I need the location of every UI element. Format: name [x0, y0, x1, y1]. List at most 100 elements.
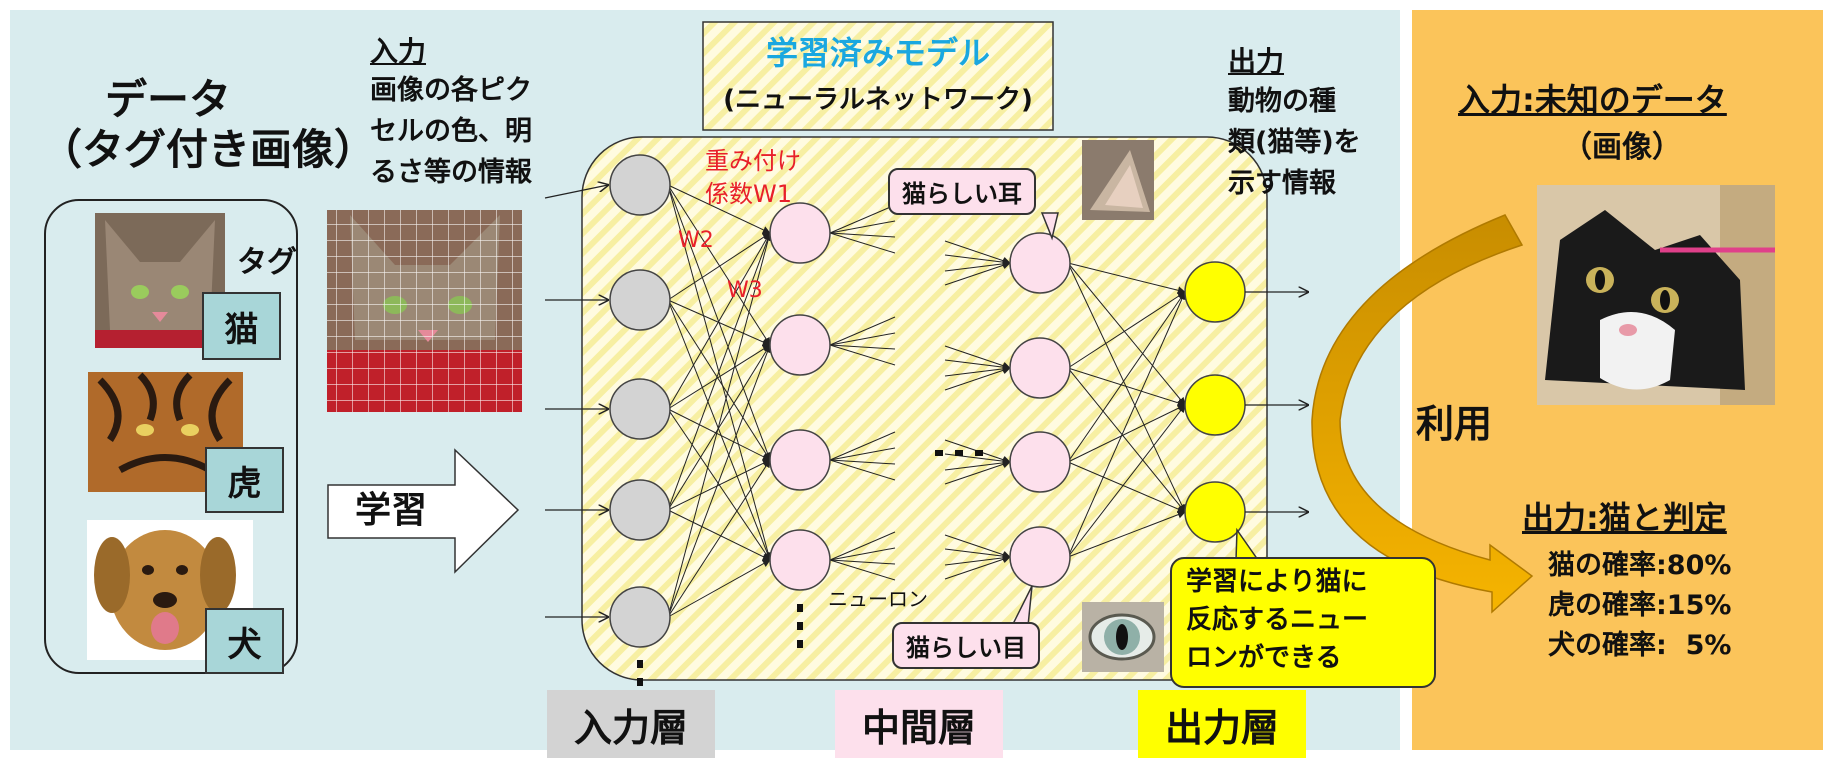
- fanout-hidden1-1-1: [829, 332, 896, 346]
- node-hidden2-1: [1009, 337, 1071, 399]
- learn-note-line-3: ロンができる: [1186, 643, 1342, 673]
- use-arrow: [1311, 214, 1534, 614]
- fanin-hidden2-0-1: [944, 254, 1011, 267]
- data-title: データ: [105, 75, 232, 124]
- connection-input-1-hidden1-1: [667, 299, 771, 346]
- probability-cat: 猫の確率:80%: [1548, 550, 1732, 581]
- input-desc-line-1: 画像の各ピク: [370, 75, 532, 106]
- fanout-hidden1-2-1: [829, 447, 896, 461]
- fanout-hidden1-0-2: [829, 232, 896, 238]
- connection-hidden2-1-output-0: [1067, 291, 1186, 369]
- fanin-hidden2-3-0: [944, 534, 1011, 559]
- input-desc-line-3: るさ等の情報: [370, 157, 532, 188]
- callout-cat-ear: 猫らしい耳: [888, 168, 1036, 215]
- connection-input-3-hidden1-1: [667, 344, 771, 511]
- node-input-4: [609, 586, 671, 648]
- output-desc-line-2: 類(猫等)を: [1228, 127, 1361, 158]
- fanout-hidden1-0-0: [829, 204, 896, 234]
- connection-input-3-hidden1-0: [667, 232, 772, 511]
- connection-hidden2-2-output-2: [1067, 461, 1186, 513]
- connection-input-4-hidden1-3: [667, 559, 771, 618]
- tag-dog: 犬: [205, 608, 284, 674]
- node-input-0: [609, 154, 671, 216]
- node-hidden1-0: [769, 202, 831, 264]
- continuation-dots: [637, 450, 983, 686]
- connection-input-0-hidden1-1: [667, 184, 771, 346]
- fanin-hidden2-1-0: [944, 345, 1011, 370]
- fanout-hidden1-3-0: [829, 531, 896, 561]
- model-title-box: [702, 21, 1054, 131]
- connection-input-3-hidden1-3: [667, 509, 771, 561]
- connection-input-2-hidden1-0: [667, 232, 771, 410]
- layer-output-label: 出力層: [1138, 690, 1306, 758]
- tag-cat: 猫: [202, 292, 281, 360]
- node-hidden1-3: [769, 529, 831, 591]
- node-output-2: [1184, 481, 1246, 543]
- input-heading: 入力: [370, 35, 427, 68]
- connection-input-4-hidden1-1: [667, 344, 772, 618]
- tag-tiger: 虎: [205, 447, 284, 513]
- connection-hidden2-3-output-0: [1067, 291, 1186, 558]
- connection-hidden2-0-output-0: [1067, 262, 1186, 295]
- connection-input-4-hidden1-0: [667, 232, 773, 618]
- weight-w1-line2: 係数W1: [705, 180, 792, 208]
- probability-dog: 犬の確率: 5%: [1548, 630, 1732, 661]
- node-output-1: [1184, 374, 1246, 436]
- connection-hidden2-0-output-1: [1067, 262, 1186, 406]
- learn-arrow: [327, 448, 520, 574]
- learn-note-line-2: 反応するニュー: [1186, 605, 1369, 635]
- neuron-label: ニューロン: [828, 587, 928, 611]
- connection-hidden2-3-output-2: [1067, 510, 1186, 558]
- unknown-input-heading: 入力:未知のデータ: [1458, 81, 1727, 119]
- learn-label: 学習: [355, 490, 428, 531]
- dataset-box: [44, 199, 298, 674]
- learn-note-box: 学習により猫に 反応するニュー ロンができる: [1170, 557, 1436, 688]
- fanin-hidden2-1-2: [944, 364, 1011, 377]
- connection-hidden2-2-output-0: [1067, 291, 1186, 463]
- weight-w2: W2: [678, 228, 714, 253]
- fanin-hidden2-0-3: [944, 261, 1011, 286]
- node-hidden1-1: [769, 314, 831, 376]
- cat-ear-photo-icon: [1082, 140, 1154, 220]
- probability-tiger: 虎の確率:15%: [1548, 590, 1732, 621]
- fanin-hidden2-1-3: [944, 366, 1011, 391]
- model-subtitle: (ニューラルネットワーク): [723, 85, 1033, 115]
- unknown-input-subtitle: （画像）: [1562, 130, 1682, 165]
- network-nodes: [609, 154, 1246, 648]
- connection-hidden2-1-output-1: [1067, 367, 1186, 407]
- fanout-hidden1-2-0: [829, 431, 896, 461]
- fanout-hidden1-1-0: [829, 316, 896, 346]
- model-title: 学習済みモデル: [765, 34, 990, 72]
- connection-input-1-hidden1-3: [667, 299, 772, 561]
- fanin-hidden2-0-0: [944, 240, 1011, 265]
- fanout-hidden1-2-3: [829, 459, 896, 481]
- fanout-hidden1-3-1: [829, 547, 896, 561]
- node-hidden2-0: [1009, 232, 1071, 294]
- fanout-hidden1-3-2: [829, 559, 896, 565]
- weight-w1-line1: 重み付け: [705, 147, 801, 175]
- output-desc-line-3: 示す情報: [1228, 168, 1336, 199]
- output-desc-line-1: 動物の種: [1228, 86, 1336, 117]
- fanin-hidden2-0-2: [944, 259, 1011, 272]
- node-input-3: [609, 479, 671, 541]
- judgement-heading: 出力:猫と判定: [1522, 499, 1727, 537]
- node-output-0: [1184, 261, 1246, 323]
- fanout-hidden1-2-2: [829, 459, 896, 465]
- layer-input-label: 入力層: [547, 690, 715, 758]
- node-input-2: [609, 378, 671, 440]
- connection-input-0-hidden1-0: [667, 184, 771, 234]
- fanout-hidden1-1-3: [829, 344, 896, 366]
- bw-cat-photo-icon: [1537, 185, 1775, 405]
- layer-hidden-label: 中間層: [835, 690, 1003, 758]
- cat-eye-photo-icon: [1082, 602, 1164, 672]
- fanout-hidden1-0-3: [829, 232, 896, 254]
- node-hidden2-3: [1009, 526, 1071, 588]
- use-label: 利用: [1416, 402, 1493, 446]
- input-lines: [544, 185, 608, 617]
- connection-input-3-hidden1-2: [667, 459, 771, 511]
- connection-input-1-hidden1-0: [667, 232, 771, 301]
- connection-input-1-hidden1-2: [667, 299, 771, 461]
- fanin-hidden2-3-1: [944, 548, 1011, 561]
- fanout-hidden1-1-2: [829, 344, 896, 350]
